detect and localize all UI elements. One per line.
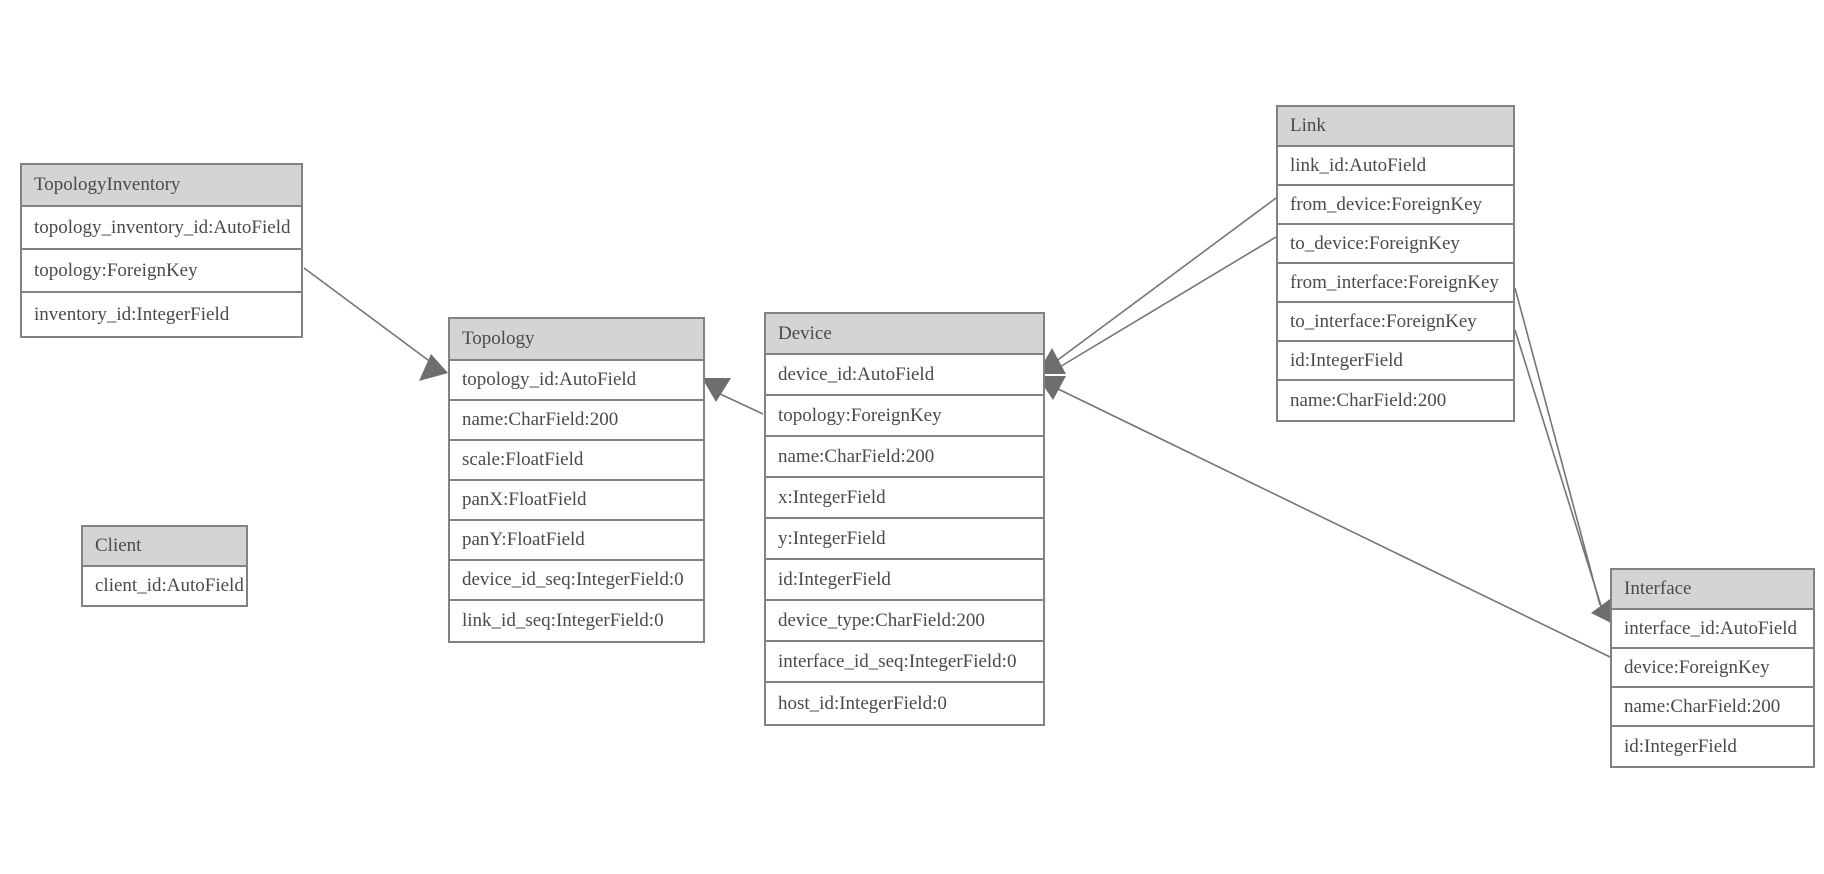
arrowhead-topology-right <box>702 378 731 402</box>
field-row: device_id_seq:IntegerField:0 <box>450 561 703 601</box>
field-row: name:CharField:200 <box>450 401 703 441</box>
arrowhead-interface <box>1591 599 1613 624</box>
field-row: to_device:ForeignKey <box>1278 225 1513 264</box>
edge-link-to-interface <box>1514 329 1603 610</box>
edge-link-from-device <box>1054 197 1277 363</box>
edge-interface-device <box>1051 385 1611 658</box>
entity-fields: client_id:AutoField <box>83 567 246 605</box>
field-row: name:CharField:200 <box>1612 688 1813 727</box>
field-row: id:IntegerField <box>1278 342 1513 381</box>
field-row: topology:ForeignKey <box>766 396 1043 437</box>
entity-title: Interface <box>1612 570 1813 610</box>
field-row: link_id_seq:IntegerField:0 <box>450 601 703 641</box>
field-row: id:IntegerField <box>1612 727 1813 766</box>
field-row: name:CharField:200 <box>766 437 1043 478</box>
field-row: topology_id:AutoField <box>450 361 703 401</box>
edge-topologyinventory-topology <box>303 267 448 381</box>
entity-title: Device <box>766 314 1043 355</box>
field-row: scale:FloatField <box>450 441 703 481</box>
field-row: topology:ForeignKey <box>22 250 301 293</box>
field-row: to_interface:ForeignKey <box>1278 303 1513 342</box>
field-row: x:IntegerField <box>766 478 1043 519</box>
entity-title: Topology <box>450 319 703 361</box>
field-row: from_device:ForeignKey <box>1278 186 1513 225</box>
field-row: link_id:AutoField <box>1278 147 1513 186</box>
field-row: topology_inventory_id:AutoField <box>22 207 301 250</box>
field-row: client_id:AutoField <box>83 567 246 605</box>
field-row: id:IntegerField <box>766 560 1043 601</box>
field-row: inventory_id:IntegerField <box>22 293 301 336</box>
entity-topologyinventory[interactable]: TopologyInventory topology_inventory_id:… <box>20 163 303 338</box>
field-row: panY:FloatField <box>450 521 703 561</box>
field-row: device_id:AutoField <box>766 355 1043 396</box>
edge-link-from-interface <box>1514 287 1601 606</box>
field-row: panX:FloatField <box>450 481 703 521</box>
field-row: name:CharField:200 <box>1278 381 1513 420</box>
edge-device-topology <box>702 378 764 415</box>
entity-client[interactable]: Client client_id:AutoField <box>81 525 248 607</box>
edge-link-to-device <box>1057 236 1277 369</box>
entity-title: TopologyInventory <box>22 165 301 207</box>
arrowhead-topology-left <box>419 354 448 381</box>
field-row: from_interface:ForeignKey <box>1278 264 1513 303</box>
field-row: y:IntegerField <box>766 519 1043 560</box>
field-row: device_type:CharField:200 <box>766 601 1043 642</box>
field-row: interface_id_seq:IntegerField:0 <box>766 642 1043 683</box>
field-row: host_id:IntegerField:0 <box>766 683 1043 724</box>
entity-title: Link <box>1278 107 1513 147</box>
field-row: interface_id:AutoField <box>1612 610 1813 649</box>
entity-title: Client <box>83 527 246 567</box>
field-row: device:ForeignKey <box>1612 649 1813 688</box>
